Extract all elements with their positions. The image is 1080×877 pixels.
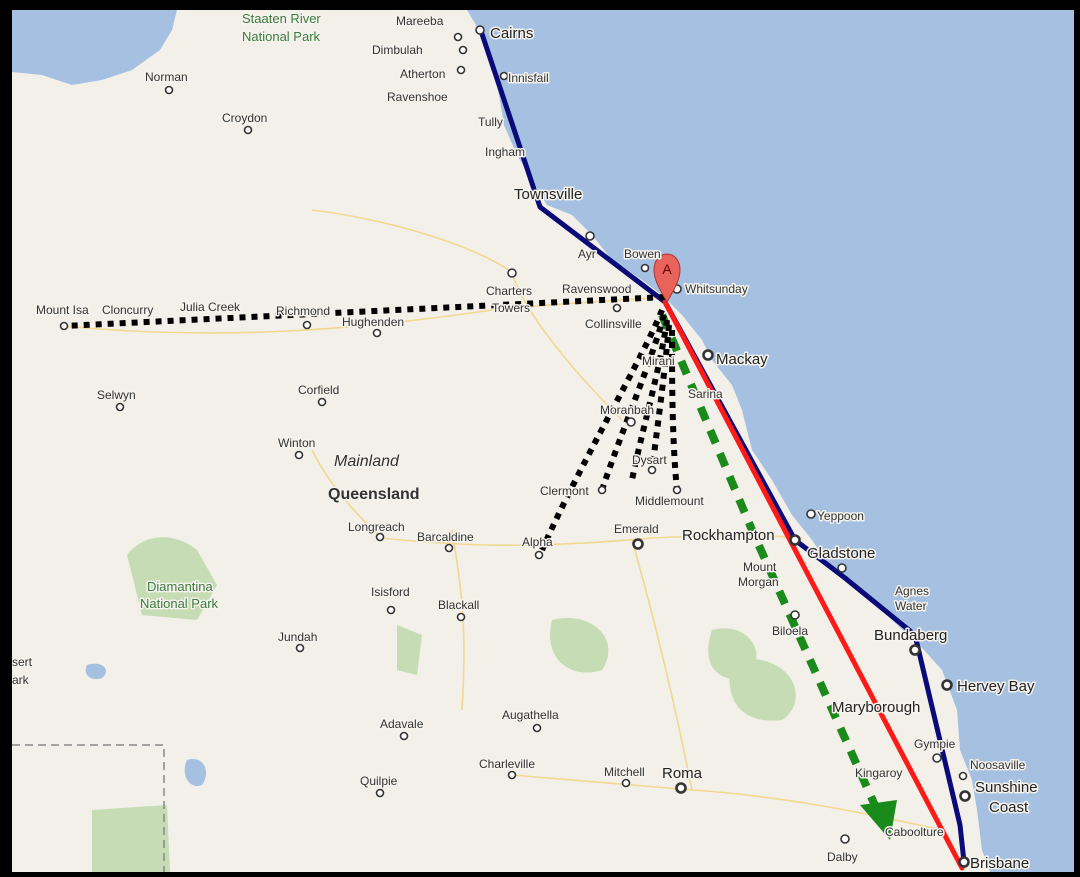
route-blue [477, 27, 967, 863]
label-longreach: Longreach [348, 520, 405, 534]
label-coast: Coast [989, 799, 1029, 816]
label-corfield: Corfield [298, 383, 339, 397]
label-staaten-river: Staaten River [242, 11, 321, 26]
label-dysart: Dysart [632, 453, 667, 467]
town-dots [59, 25, 971, 868]
label-middlemount: Middlemount [635, 494, 704, 508]
label-mirani: Mirani [642, 354, 675, 368]
label-ingham: Ingham [485, 145, 525, 159]
label-adavale: Adavale [380, 717, 424, 731]
label-quilpie: Quilpie [360, 774, 398, 788]
label-mareeba: Mareeba [396, 14, 444, 28]
label-brisbane: Brisbane [970, 855, 1029, 872]
label-ravenswood: Ravenswood [562, 282, 631, 296]
label-mount: Mount [743, 560, 777, 574]
coral-sea [467, 10, 1074, 872]
lakes [85, 663, 207, 786]
label-winton: Winton [278, 436, 315, 450]
label-hughenden: Hughenden [342, 315, 404, 329]
label-diamantina: Diamantina [147, 579, 214, 594]
label-moranbah: Moranbah [600, 403, 654, 417]
label-agnes: Agnes [895, 584, 929, 598]
label-richmond: Richmond [276, 304, 330, 318]
green-areas [92, 537, 796, 872]
label-maryborough: Maryborough [832, 699, 920, 716]
label-bundaberg: Bundaberg [874, 627, 947, 644]
label-queensland: Queensland [328, 486, 420, 503]
label-innisfail: Innisfail [508, 71, 549, 85]
label-ayr: Ayr [578, 247, 596, 261]
label-water: Water [895, 599, 927, 613]
label-emerald: Emerald [614, 522, 659, 536]
label-roma: Roma [662, 765, 703, 782]
label-cloncurry: Cloncurry [102, 303, 153, 317]
label-staaten-np: National Park [242, 29, 321, 44]
label-park-cut: ark [12, 673, 30, 687]
place-labels: Staaten River National Park Mareeba Cair… [12, 10, 1039, 872]
label-whitsunday: Whitsunday [685, 282, 748, 296]
label-atherton: Atherton [400, 67, 445, 81]
label-charters: Charters [486, 284, 532, 298]
label-diamantina-np: National Park [140, 596, 219, 611]
map-canvas[interactable]: A Staaten River National Park Mareeba Ca… [12, 10, 1074, 872]
label-rockhampton: Rockhampton [682, 527, 775, 544]
label-sarina: Sarina [688, 387, 723, 401]
location-marker-a[interactable]: A [653, 253, 681, 303]
gulf-of-carpentaria [12, 10, 177, 85]
route-black-dotted [63, 294, 680, 552]
label-ravenshoe: Ravenshoe [387, 90, 448, 104]
label-desert: sert [12, 655, 33, 669]
label-cairns: Cairns [490, 25, 533, 42]
marker-label: A [662, 261, 672, 277]
label-yeppoon: Yeppoon [817, 509, 864, 523]
label-mitchell: Mitchell [604, 765, 645, 779]
label-blackall: Blackall [438, 598, 479, 612]
label-isisford: Isisford [371, 585, 410, 599]
map-pin-icon [653, 253, 681, 303]
label-alpha: Alpha [522, 535, 553, 549]
label-clermont: Clermont [540, 484, 589, 498]
label-mackay: Mackay [716, 351, 768, 368]
label-norman: Norman [145, 70, 188, 84]
label-selwyn: Selwyn [97, 388, 136, 402]
label-townsville: Townsville [514, 186, 582, 203]
label-towers: Towers [492, 301, 530, 315]
label-noosaville: Noosaville [970, 758, 1026, 772]
label-bowen: Bowen [624, 247, 661, 261]
label-kingaroy: Kingaroy [855, 766, 902, 780]
label-tully: Tully [478, 115, 503, 129]
route-red [662, 299, 965, 871]
label-gladstone: Gladstone [807, 545, 875, 562]
label-barcaldine: Barcaldine [417, 530, 474, 544]
label-caboolture: Caboolture [885, 825, 944, 839]
label-dimbulah: Dimbulah [372, 43, 423, 57]
label-mount-isa: Mount Isa [36, 303, 89, 317]
park-boundary [12, 744, 165, 872]
label-dalby: Dalby [827, 850, 858, 864]
label-charleville: Charleville [479, 757, 535, 771]
label-croydon: Croydon [222, 111, 267, 125]
label-gympie: Gympie [914, 737, 956, 751]
label-collinsville: Collinsville [585, 317, 642, 331]
label-morgan: Morgan [738, 575, 779, 589]
label-jundah: Jundah [278, 630, 317, 644]
label-augathella: Augathella [502, 708, 559, 722]
label-mainland: Mainland [334, 453, 400, 470]
label-biloela: Biloela [772, 624, 808, 638]
label-hervey-bay: Hervey Bay [957, 678, 1035, 695]
route-green [658, 313, 897, 840]
label-julia-creek: Julia Creek [180, 300, 241, 314]
label-sunshine: Sunshine [975, 779, 1038, 796]
